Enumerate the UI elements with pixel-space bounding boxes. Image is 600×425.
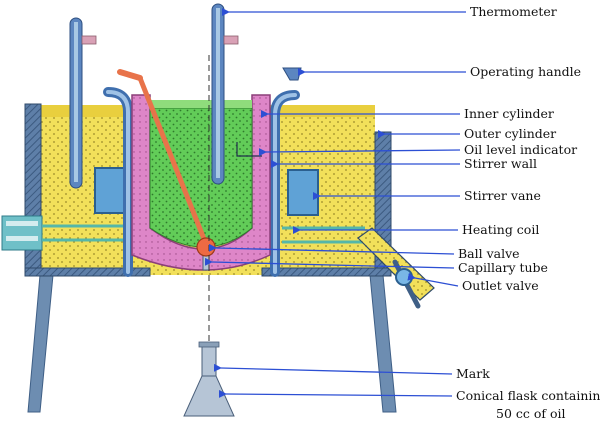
label-outer-cylinder: Outer cylinder <box>464 126 556 141</box>
label-ball-valve: Ball valve <box>458 246 520 261</box>
label-capillary-tube: Capillary tube <box>458 260 548 275</box>
thermometers <box>69 3 302 189</box>
heating-coil <box>1 215 365 251</box>
label-mark: Mark <box>456 366 490 381</box>
label-conical-flask-line2: 50 cc of oil <box>496 406 566 421</box>
label-oil-level-indicator: Oil level indicator <box>464 142 577 157</box>
stirrer-wall-tubes <box>103 87 300 277</box>
label-thermometer: Thermometer <box>470 4 557 19</box>
label-pointers <box>204 8 466 398</box>
inner-cylinder <box>131 94 271 271</box>
conical-flask <box>183 341 235 417</box>
labels: Thermometer Operating handle Inner cylin… <box>456 4 600 421</box>
label-stirrer-vane: Stirrer vane <box>464 188 541 203</box>
label-stirrer-wall: Stirrer wall <box>464 156 537 171</box>
outlet-pipe <box>357 227 435 309</box>
label-heating-coil: Heating coil <box>462 222 539 237</box>
label-operating-handle: Operating handle <box>470 64 581 79</box>
label-inner-cylinder: Inner cylinder <box>464 106 554 121</box>
label-conical-flask-line1: Conical flask containing <box>456 388 600 403</box>
label-outlet-valve: Outlet valve <box>462 278 539 293</box>
oil-level-indicator <box>236 142 262 157</box>
